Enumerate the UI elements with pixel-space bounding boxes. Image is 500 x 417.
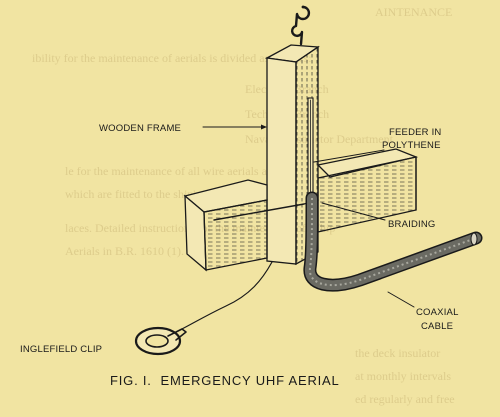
bg-line-10: at monthly intervals — [355, 369, 451, 383]
label-braiding: BRAIDING — [388, 219, 436, 230]
bg-line-9: the deck insulator — [355, 346, 440, 360]
label-wooden-frame: WOODEN FRAME — [99, 123, 181, 134]
bg-line-1: ibility for the maintenance of aerials i… — [32, 51, 312, 65]
inglefield-clip-icon — [134, 326, 187, 356]
bg-line-5: le for the maintenance of all wire aeria… — [65, 164, 296, 178]
label-coaxial-line-2: CABLE — [421, 321, 453, 332]
label-coaxial-line-1: COAXIAL — [416, 307, 459, 318]
hanging-hook-icon — [290, 5, 311, 46]
label-feeder-line-2: POLYTHENE — [382, 140, 441, 151]
feeder-in-polythene — [307, 97, 314, 203]
label-inglefield-clip: INGLEFIELD CLIP — [20, 344, 102, 355]
figure-caption: FIG. I. EMERGENCY UHF AERIAL — [110, 373, 340, 388]
bg-line-0: AINTENANCE — [375, 5, 452, 19]
coaxial-cable — [303, 191, 483, 292]
label-feeder-line-1: FEEDER IN — [389, 127, 441, 138]
bg-line-8: Aerials in B.R. 1610 (1). — [65, 244, 184, 258]
bg-line-11: ed regularly and free — [355, 392, 455, 406]
horizontal-beam — [183, 148, 419, 272]
clip-lanyard — [179, 261, 273, 331]
leader-lines — [202, 124, 415, 308]
